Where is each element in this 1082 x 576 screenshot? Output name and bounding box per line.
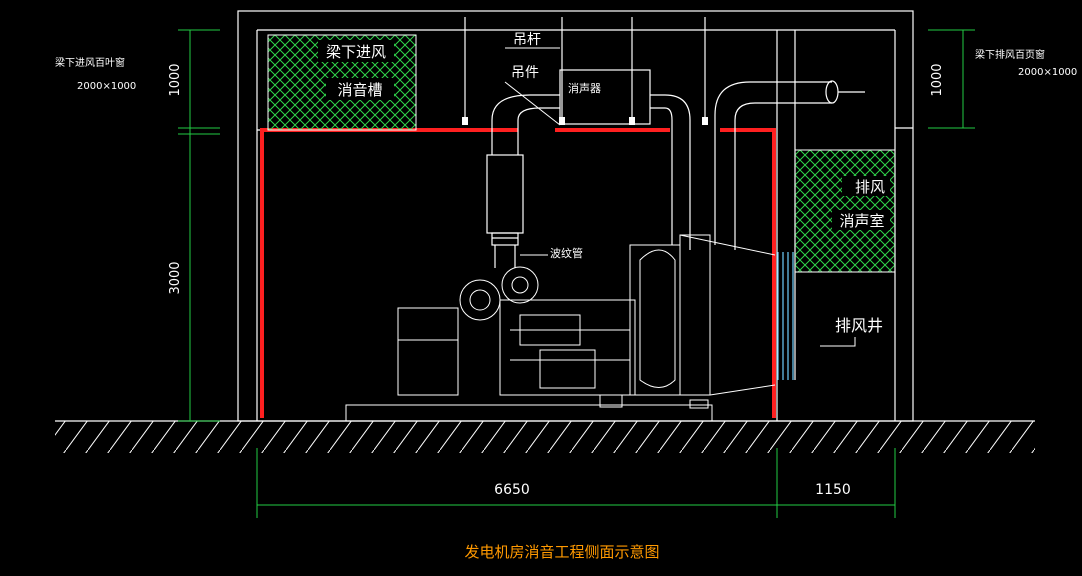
generator-set xyxy=(345,234,776,422)
dim-left-top: 1000 xyxy=(168,63,183,96)
top-right-window-label: 梁下排风百页窗 xyxy=(975,48,1045,61)
dim-bottom-main: 6650 xyxy=(494,482,530,498)
dim-bottom-right: 1150 xyxy=(815,482,851,498)
intake-silencer-box: 梁下进风 消音槽 xyxy=(267,34,417,131)
acoustic-lining xyxy=(260,128,776,418)
hanger-rod-label: 吊杆 xyxy=(513,32,541,48)
top-right-window-size: 2000×1000 xyxy=(1018,67,1077,78)
ground xyxy=(55,420,1035,453)
exhaust-silencer-room: 排风 消声室 xyxy=(794,149,896,273)
hanger-label: 吊件 xyxy=(511,65,539,81)
dim-left-main: 3000 xyxy=(168,261,183,294)
vertical-silencer xyxy=(486,154,524,268)
exhaust-room-label-1: 排风 xyxy=(855,178,885,196)
dimension-lines xyxy=(178,29,975,518)
drawing-caption: 发电机房消音工程侧面示意图 xyxy=(464,543,659,561)
top-left-window-label: 梁下进风百叶窗 xyxy=(55,56,125,69)
top-left-window-size: 2000×1000 xyxy=(77,81,136,92)
bellows-label: 波纹管 xyxy=(550,246,583,260)
muffler-label: 消声器 xyxy=(568,81,601,95)
intake-box-label-1: 梁下进风 xyxy=(326,43,386,61)
exhaust-room-label-2: 消声室 xyxy=(839,212,884,230)
hanger-rods xyxy=(464,17,706,125)
exhaust-shaft-label: 排风井 xyxy=(835,316,883,335)
exhaust-pipe xyxy=(491,69,865,250)
intake-box-label-2: 消音槽 xyxy=(337,81,382,99)
exhaust-shaft-grille xyxy=(777,252,794,380)
dim-right-top: 1000 xyxy=(930,63,945,96)
